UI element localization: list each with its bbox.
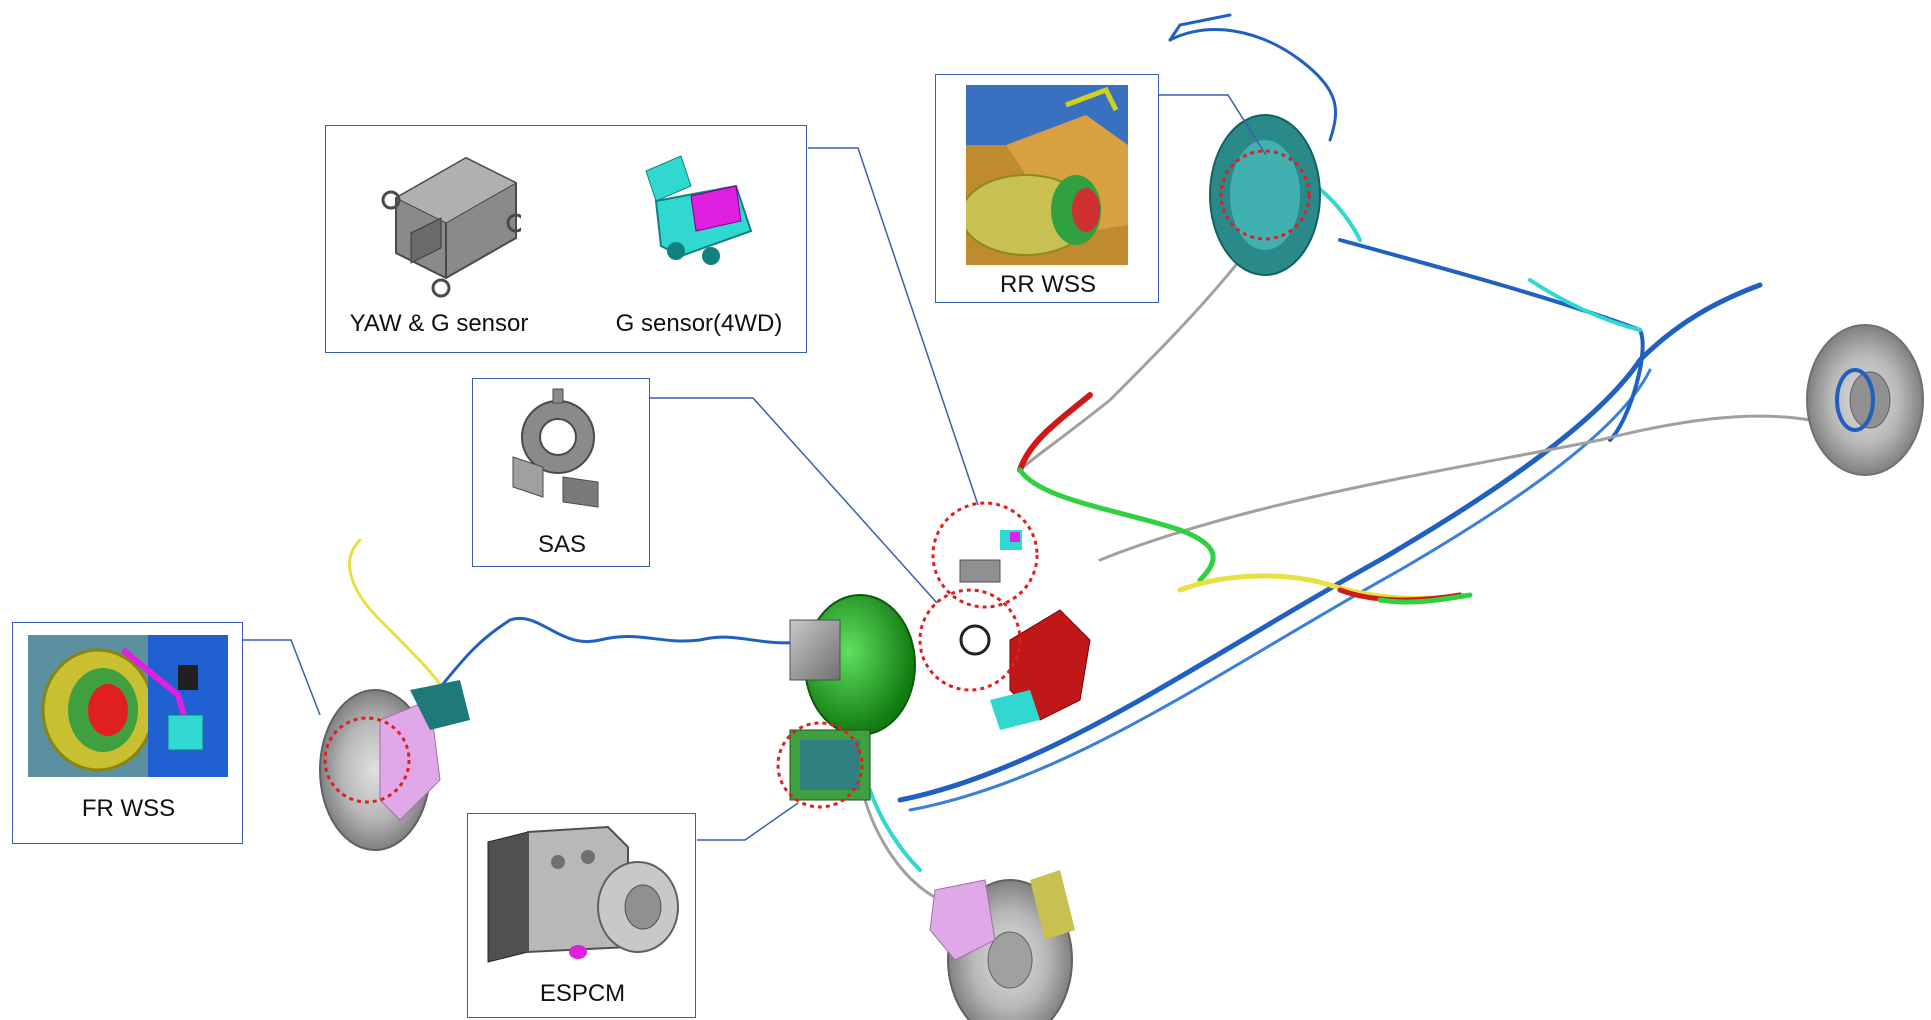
- callout-yaw-g-sensor: YAW & G sensor G sensor(4WD): [325, 125, 807, 353]
- g-sensor-4wd-icon: [645, 155, 753, 265]
- front-left-yellow-line: [348, 538, 452, 702]
- callout-sas: SAS: [472, 378, 650, 567]
- espcm-image: [487, 825, 679, 963]
- rear-left-down-line: [1018, 258, 1242, 472]
- leader-line-yaw: [808, 147, 979, 506]
- sas-small: [918, 588, 1022, 692]
- main-brake-line-blue-2: [908, 368, 1652, 812]
- leader-line-espcm: [697, 802, 799, 841]
- fr-wss-image: [28, 635, 228, 777]
- leader-lines: [241, 94, 1267, 841]
- callout-fr-wss: FR WSS: [12, 622, 243, 844]
- leader-line-fr: [241, 639, 321, 716]
- espcm-label: ESPCM: [539, 980, 626, 1007]
- callout-rr-wss: RR WSS: [935, 74, 1159, 303]
- brake-booster: [789, 594, 916, 736]
- front-left-disc: [319, 680, 470, 851]
- rr-wss-image: [966, 85, 1128, 265]
- yaw-sensor-small: [931, 501, 1039, 609]
- yaw-g-sensor-icon: [381, 156, 521, 298]
- yellow-line-segment: [1177, 573, 1433, 601]
- fr-wss-label: FR WSS: [81, 795, 176, 822]
- main-brake-line-blue: [897, 282, 1763, 803]
- yaw-g-sensor-label: YAW & G sensor: [349, 310, 529, 337]
- parking-cable: [1098, 438, 1602, 562]
- callout-espcm: ESPCM: [467, 813, 696, 1018]
- brake-pedal-assembly: [990, 609, 1091, 730]
- leader-line-sas: [650, 397, 938, 604]
- sas-label: SAS: [537, 531, 587, 558]
- leader-line-rr: [1158, 94, 1267, 156]
- red-line-segment: [1017, 392, 1093, 473]
- rear-left-disc: [1209, 114, 1321, 276]
- g-sensor-4wd-label: G sensor(4WD): [615, 310, 783, 337]
- green-line-segment: [1017, 467, 1216, 583]
- rr-wss-label: RR WSS: [1000, 271, 1096, 298]
- rear-right-disc: [1806, 324, 1924, 476]
- front-right-disc: [929, 870, 1075, 1020]
- sas-icon: [512, 388, 599, 508]
- rear-left-top-line: [1168, 28, 1337, 142]
- rear-right-lower-line: [1598, 414, 1812, 442]
- espcm-module: [776, 721, 871, 809]
